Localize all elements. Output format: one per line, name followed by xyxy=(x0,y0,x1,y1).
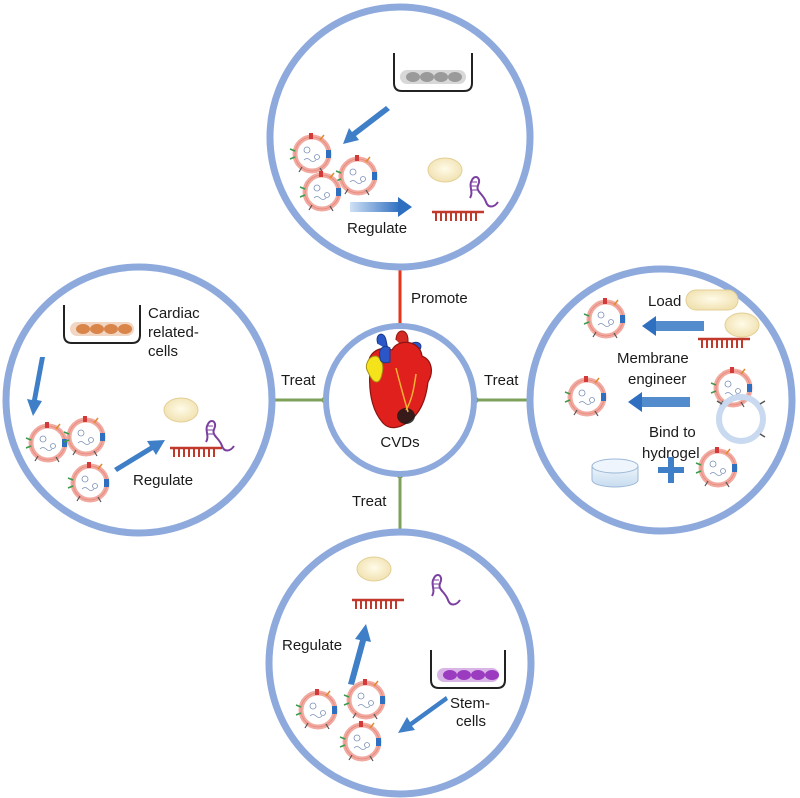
lipid-pad-icon xyxy=(356,556,392,582)
lipid-pad-icon xyxy=(163,397,199,423)
top-panel: Regulate xyxy=(290,53,499,237)
right-membrane-line1: Membrane xyxy=(617,350,689,367)
right-panel: Load Membrane engineer Bind to hydrogel xyxy=(565,289,766,488)
down-left-arrow-icon xyxy=(398,696,448,733)
bottom-cell-source-line1: Stem- xyxy=(450,695,490,712)
plus-icon xyxy=(658,457,684,483)
right-bind-line1: Bind to xyxy=(649,424,696,441)
center-label: CVDs xyxy=(380,434,419,451)
bottom-panel-ring xyxy=(265,528,535,798)
right-load-label: Load xyxy=(648,293,681,310)
bottom-panel: Regulate Stem- cells xyxy=(282,556,506,761)
left-panel: Cardiac related- cells Regulate xyxy=(26,305,235,502)
promote-label: Promote xyxy=(411,290,468,307)
up-arrow-icon xyxy=(348,624,371,685)
left-cell-source-line3: cells xyxy=(148,343,178,360)
down-arrow-icon xyxy=(27,357,45,416)
left-cell-source-line1: Cardiac xyxy=(148,305,200,322)
culture-dish-bottom xyxy=(430,650,506,689)
lipid-pad-icon xyxy=(427,157,463,183)
bottom-regulate-label: Regulate xyxy=(282,637,342,654)
right-membrane-line2: engineer xyxy=(628,371,686,388)
up-right-arrow-icon xyxy=(114,440,165,472)
right-bind-line2: hydrogel xyxy=(642,445,700,462)
left-treat-label: Treat xyxy=(281,372,316,389)
culture-dish-left xyxy=(63,305,141,344)
left-arrow-icon xyxy=(628,392,690,412)
left-regulate-label: Regulate xyxy=(133,472,193,489)
top-regulate-label: Regulate xyxy=(347,220,407,237)
bottom-cell-source-line2: cells xyxy=(456,713,486,730)
right-treat-label: Treat xyxy=(484,372,519,389)
left-cell-source-line2: related- xyxy=(148,324,199,341)
heart-icon xyxy=(365,330,432,429)
lipid-capsule-icon xyxy=(685,289,739,311)
hydrogel-icon xyxy=(591,458,639,488)
bottom-treat-label: Treat xyxy=(352,493,387,510)
engineered-membrane-icon xyxy=(716,394,766,444)
arrow-icon xyxy=(343,106,390,144)
right-arrow-icon xyxy=(350,197,412,217)
lipid-pad-icon xyxy=(724,312,760,338)
culture-dish-top xyxy=(393,53,473,92)
left-arrow-icon xyxy=(642,316,704,336)
